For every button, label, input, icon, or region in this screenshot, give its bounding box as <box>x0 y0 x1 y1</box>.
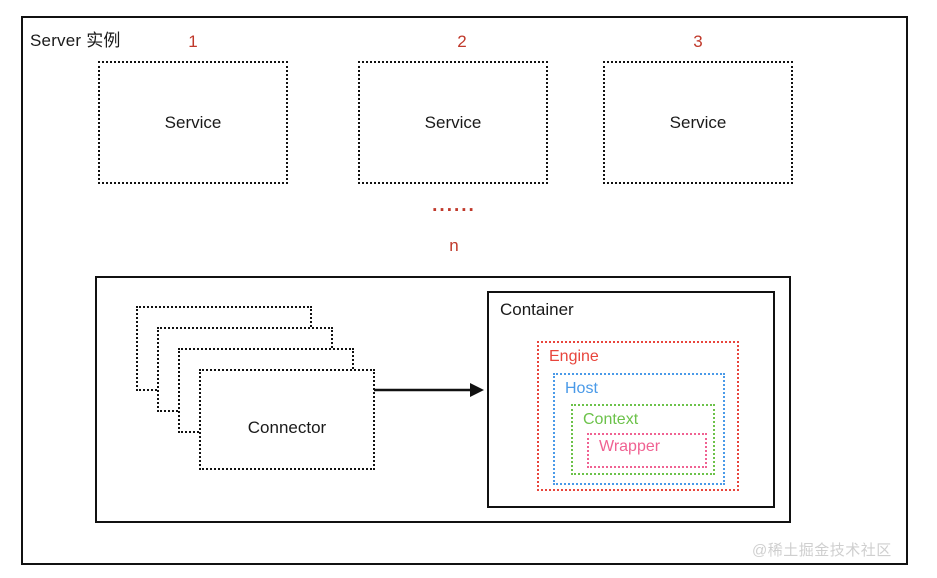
service-box-2-label: Service <box>424 112 482 132</box>
context-label: Context <box>583 411 639 428</box>
container-box <box>487 291 775 508</box>
engine-box: Engine <box>537 341 739 491</box>
wrapper-label: Wrapper <box>599 438 661 455</box>
service-index-2: 2 <box>457 32 467 51</box>
ellipsis-dots: ...... <box>432 195 476 216</box>
container-label: Container <box>500 300 574 319</box>
connector-label: Connector <box>247 418 327 437</box>
service-box-3-label: Service <box>669 112 727 132</box>
right-arrow-icon <box>374 376 484 404</box>
engine-label: Engine <box>549 348 599 365</box>
host-box: Host <box>553 373 725 485</box>
wrapper-box: Wrapper <box>587 433 707 468</box>
context-box: Context <box>571 404 715 475</box>
server-instance-label: Server 实例 <box>30 31 121 50</box>
connector-box-4 <box>199 369 375 470</box>
service-box-2: Service <box>358 61 548 184</box>
service-index-n: n <box>449 236 459 255</box>
service-box-3: Service <box>603 61 793 184</box>
host-label: Host <box>565 380 598 397</box>
service-box-1-label: Service <box>164 112 222 132</box>
service-index-3: 3 <box>693 32 703 51</box>
watermark: @稀土掘金技术社区 <box>752 542 892 559</box>
service-index-1: 1 <box>188 32 198 51</box>
service-box-1: Service <box>98 61 288 184</box>
